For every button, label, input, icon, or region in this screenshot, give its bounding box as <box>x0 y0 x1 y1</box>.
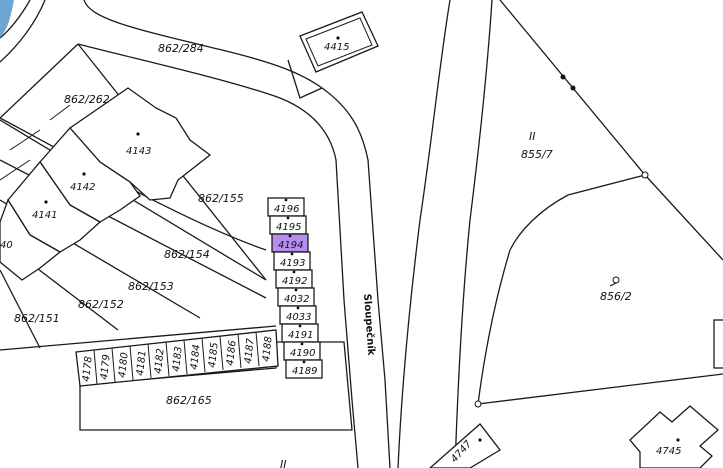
boundary-point <box>641 171 649 179</box>
symbol-ii-lower: II <box>280 458 287 468</box>
parcel-label-862-262: 862/262 <box>64 93 110 106</box>
building-label-4189: 4189 <box>292 366 317 377</box>
building-4189[interactable] <box>285 359 323 379</box>
building-4415[interactable]: 4415 <box>287 11 379 99</box>
building-label-4141: 4141 <box>32 210 57 221</box>
water-patch <box>0 0 14 38</box>
parcel-862-165 <box>79 341 353 431</box>
road-right-east-edge <box>454 0 493 468</box>
parcel-line-5 <box>0 269 41 349</box>
symbol-ii-upper: II <box>529 130 536 143</box>
building-label-4188[interactable]: 4188 <box>261 336 275 362</box>
parcel-label-855-7: 855/7 <box>521 148 553 161</box>
parcel-label-862-155: 862/155 <box>198 192 244 205</box>
garage-row: 4178 4179 4180 4181 4182 4183 4184 4185 … <box>75 329 279 387</box>
building-label-4032: 4032 <box>284 294 309 305</box>
parcel-856-2-west <box>477 249 511 405</box>
building-label-4196: 4196 <box>274 204 299 215</box>
building-label-4180[interactable]: 4180 <box>117 352 131 378</box>
building-label-4183[interactable]: 4183 <box>171 346 185 372</box>
building-label-4191: 4191 <box>288 330 313 341</box>
road-left-edge <box>0 43 79 119</box>
building-label-4415: 4415 <box>324 42 349 53</box>
parcel-label-862-154: 862/154 <box>164 248 210 261</box>
parcel-label-862-165: 862/165 <box>166 394 212 407</box>
building-4747[interactable]: 4747 <box>429 423 501 468</box>
building-label-4182[interactable]: 4182 <box>153 348 167 374</box>
road-edge-topleft-2 <box>0 0 46 63</box>
building-4140[interactable]: 40 <box>0 198 62 281</box>
boundary-point-2 <box>474 400 482 408</box>
building-label-4178[interactable]: 4178 <box>81 356 95 382</box>
building-label-4745: 4745 <box>656 446 681 457</box>
parcel-label-862-151: 862/151 <box>14 312 60 325</box>
building-label-40: 40 <box>0 240 13 251</box>
survey-point-2 <box>570 85 576 91</box>
building-label-4185[interactable]: 4185 <box>207 342 221 368</box>
road-upper-north-edge <box>83 0 391 468</box>
garage-column: 4196 4195 4194 4193 4192 4032 4033 4191 … <box>267 197 323 379</box>
building-label-4143: 4143 <box>126 146 151 157</box>
road-upper-south-edge <box>77 43 359 468</box>
building-label-4194: 4194 <box>278 240 303 251</box>
survey-point <box>560 74 566 80</box>
parcel-label-856-2: 856/2 <box>600 290 632 303</box>
parcel-label-862-284: 862/284 <box>158 42 204 55</box>
orchard-symbol-icon <box>609 276 620 287</box>
building-label-4033: 4033 <box>286 312 311 323</box>
building-label-4184[interactable]: 4184 <box>189 344 203 370</box>
building-label-4192: 4192 <box>282 276 307 287</box>
road-right-west-edge <box>397 0 451 468</box>
building-label-4186[interactable]: 4186 <box>225 340 239 366</box>
building-label-4193: 4193 <box>280 258 305 269</box>
road-edge-topleft <box>0 0 31 39</box>
building-edge-right <box>713 319 723 369</box>
hatch-lines <box>0 104 71 181</box>
building-label-4179[interactable]: 4179 <box>99 354 113 380</box>
building-label-4190: 4190 <box>290 348 315 359</box>
parcel-856-2-south <box>477 373 723 405</box>
street-label-sloupecnik: Sloupečník <box>361 293 377 356</box>
parcel-line-south <box>0 325 277 351</box>
parcel-856-2-boundary <box>644 174 723 261</box>
building-label-4195: 4195 <box>276 222 301 233</box>
building-label-4187[interactable]: 4187 <box>243 337 257 364</box>
building-label-4142: 4142 <box>70 182 95 193</box>
building-4745[interactable]: 4745 <box>629 405 719 468</box>
building-label-4181[interactable]: 4181 <box>135 350 149 376</box>
parcel-855-7-boundary <box>499 0 647 251</box>
parcel-label-862-153: 862/153 <box>128 280 174 293</box>
parcel-label-862-152: 862/152 <box>78 298 124 311</box>
